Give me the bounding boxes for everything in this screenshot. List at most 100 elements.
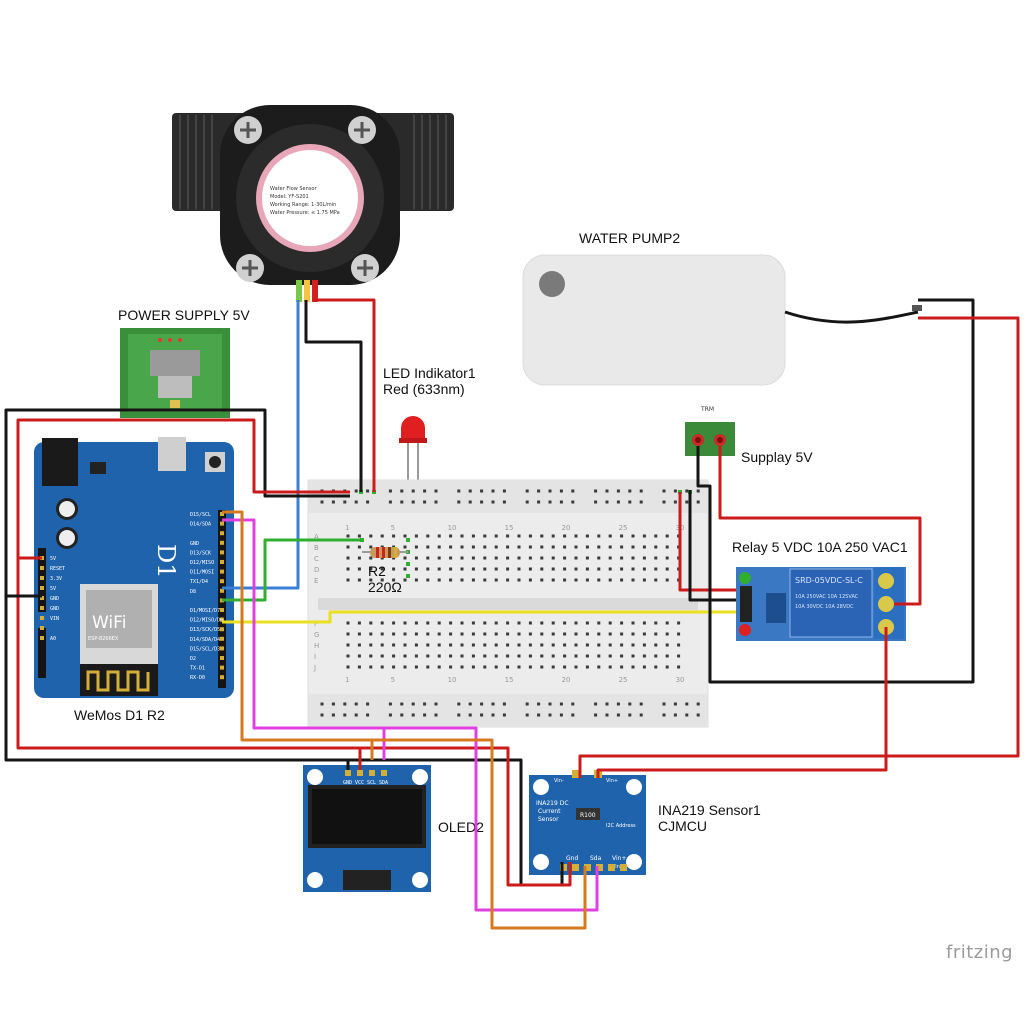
flow-sensor-text-4: Water Pressure: ≤ 1.75 MPa xyxy=(270,210,340,216)
relay-module: SRD-05VDC-SL-C 10A 250VAC 10A 125VAC 10A… xyxy=(736,567,906,641)
bb-row-B: B xyxy=(314,544,319,552)
ina-title-1: INA219 DC xyxy=(536,800,569,807)
water-pump-label: WATER PUMP2 xyxy=(579,230,680,246)
bb-col-top-15: 15 xyxy=(505,524,514,532)
bb-col-bottom-1: 1 xyxy=(345,676,349,684)
wemos-left-pin-8: A0 xyxy=(50,636,56,642)
wire-red-left-loop xyxy=(16,418,572,887)
wemos-left-pin-2: 3.3V xyxy=(50,576,62,582)
wire-red-flow xyxy=(314,298,376,492)
wemos-pin-4: D13/SCK xyxy=(190,550,211,556)
resistor-name: R2 xyxy=(368,563,386,579)
wemos-pin-5: D12/MISO xyxy=(190,560,214,566)
wire-black-flow xyxy=(304,300,363,492)
wemos-pin-10: D1/MOSI/D7 xyxy=(190,608,220,614)
bb-col-top-5: 5 xyxy=(391,524,395,532)
bb-col-top-20: 20 xyxy=(562,524,571,532)
bb-col-bottom-15: 15 xyxy=(505,676,514,684)
wire-red-relay-vcc xyxy=(678,492,736,592)
bb-row-D: D xyxy=(314,566,319,574)
wire-orange-scl xyxy=(222,510,587,930)
resistor-r2 xyxy=(362,547,408,558)
wire-black-relay-gnd xyxy=(688,490,736,602)
fritzing-watermark: fritzing xyxy=(946,942,1013,963)
wemos-left-pin-1: RESET xyxy=(50,566,65,572)
terminal-small-label: TRM xyxy=(700,406,714,413)
bb-row-E: E xyxy=(314,577,318,585)
led-label-line2: Red (633nm) xyxy=(383,381,465,397)
bb-row-C: C xyxy=(314,555,319,563)
wire-red-pump xyxy=(578,316,1020,778)
water-flow-sensor: Water Flow Sensor Model: YF-S201 Working… xyxy=(172,105,454,302)
bb-row-H: H xyxy=(314,642,319,650)
wemos-pin-3: GND xyxy=(190,541,199,547)
bb-row-I: I xyxy=(314,653,316,661)
wemos-pin-16: TX-D1 xyxy=(190,666,205,672)
oled-pin-gnd: GND xyxy=(343,780,352,786)
wemos-pin-12: D13/SCK/D5 xyxy=(190,627,220,633)
resistor-value: 220Ω xyxy=(368,579,402,595)
wemos-pin-0: D15/SCL xyxy=(190,512,211,518)
ina-label-line2: CJMCU xyxy=(658,818,707,834)
ina-pin-gnd: Gnd xyxy=(566,855,578,862)
bb-col-top-25: 25 xyxy=(619,524,628,532)
wire-red-relay-com xyxy=(596,627,888,778)
wemos-pin-labels: D15/SCL D14/SDA GND D13/SCK D12/MISO D11/MOSI… xyxy=(40,512,224,681)
bb-col-top-10: 10 xyxy=(448,524,457,532)
ina-pin-vin-plus-top: Vin+ xyxy=(606,778,618,784)
wemos-pin-11: D12/MISO/D6 xyxy=(190,618,223,624)
ina-title-3: Sensor xyxy=(538,816,559,823)
supply-label: Supplay 5V xyxy=(741,449,813,465)
wemos-label: WeMos D1 R2 xyxy=(74,707,165,723)
supply-terminal xyxy=(685,422,735,456)
flow-sensor-text-2: Model: YF-S201 xyxy=(270,194,309,200)
wemos-pin-17: RX-D0 xyxy=(190,675,205,681)
oled-label: OLED2 xyxy=(438,819,484,835)
breadboard-holes xyxy=(320,489,700,717)
wemos-left-pin-6: VIN xyxy=(50,616,59,622)
led-label-line1: LED Indikator1 xyxy=(383,365,476,381)
ina-pin-vin-plus: Vin+ xyxy=(612,855,626,862)
ina219-sensor: R100 INA219 DC Current Sensor Vin- Vin+ … xyxy=(529,770,646,875)
relay-part-text: SRD-05VDC-SL-C xyxy=(795,576,863,585)
wemos-pin-1: D14/SDA xyxy=(190,522,211,528)
wire-red-supply xyxy=(718,446,922,606)
wifi-module-brand: WiFi xyxy=(92,613,126,633)
wemos-pin-6: D11/MOSI xyxy=(190,570,214,576)
bb-row-F: F xyxy=(314,620,318,628)
bb-col-bottom-10: 10 xyxy=(448,676,457,684)
bb-col-bottom-5: 5 xyxy=(391,676,395,684)
wemos-pin-15: D2 xyxy=(190,656,196,662)
bb-col-bottom-30: 30 xyxy=(676,676,685,684)
wemos-left-pin-5: GND xyxy=(50,606,59,612)
wifi-module-model: ESP-8266EX xyxy=(88,636,119,642)
wire-blue-flow xyxy=(222,300,300,590)
ina-shunt: R100 xyxy=(580,812,596,819)
oled-pin-vcc: VCC xyxy=(355,780,364,786)
bb-col-bottom-20: 20 xyxy=(562,676,571,684)
relay-label: Relay 5 VDC 10A 250 VAC1 xyxy=(732,539,908,555)
water-pump xyxy=(522,254,922,386)
wemos-d1-board: WiFi ESP-8266EX D1 D15/SCLD14/SDAGNDD13/… xyxy=(34,437,234,698)
power-supply-module xyxy=(120,328,230,418)
wemos-pin-13: D14/SDA/D4 xyxy=(190,637,220,643)
ina-title-2: Current xyxy=(538,808,561,815)
wemos-left-pin-3: 5V xyxy=(50,586,56,592)
relay-rating-1: 10A 250VAC 10A 125VAC xyxy=(795,594,859,600)
wire-yellow-signal xyxy=(222,610,736,624)
oled-pin-sda: SDA xyxy=(379,780,388,786)
bb-row-A: A xyxy=(314,533,319,541)
flow-sensor-text-1: Water Flow Sensor xyxy=(270,186,317,192)
ina-pin-vin-minus-top: Vin- xyxy=(554,778,564,784)
wemos-pin-7: TX1/D4 xyxy=(190,579,208,585)
power-supply-label: POWER SUPPLY 5V xyxy=(118,307,250,323)
wemos-left-pin-0: 5V xyxy=(50,556,56,562)
ina-i2c-label: I2C Address xyxy=(606,823,636,829)
oled-pin-scl: SCL xyxy=(367,780,376,786)
wires xyxy=(4,298,1020,930)
